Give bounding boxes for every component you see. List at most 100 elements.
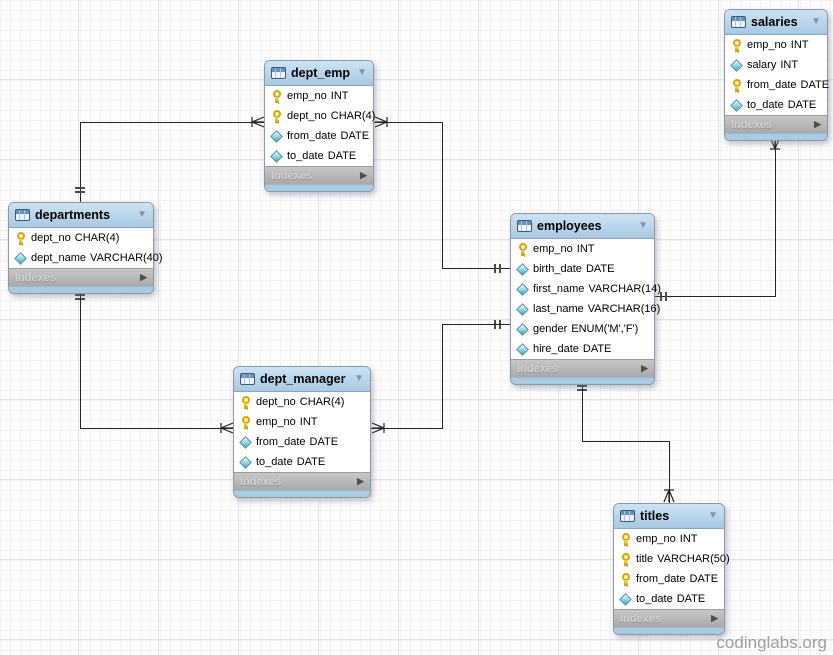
collapse-arrow-icon[interactable]: ▼ [357, 67, 367, 78]
expand-arrow-icon[interactable]: ▶ [711, 613, 718, 623]
diamond-icon [619, 593, 632, 606]
diamond-icon [730, 99, 743, 112]
table-icon [240, 373, 255, 385]
one-cardinality-icon [75, 187, 85, 189]
diamond-icon [270, 150, 283, 163]
key-icon [239, 395, 252, 409]
collapse-arrow-icon[interactable]: ▼ [811, 16, 821, 27]
indexes-bar[interactable]: Indexes▶ [234, 472, 370, 490]
table-header[interactable]: dept_manager ▼ [234, 367, 370, 392]
crows-foot-icon [251, 116, 265, 128]
one-cardinality-icon [665, 292, 667, 301]
diamond-icon [270, 130, 283, 143]
indexes-bar[interactable]: Indexes▶ [725, 115, 827, 133]
one-cardinality-icon [660, 292, 662, 301]
table-icon [731, 16, 746, 28]
expand-arrow-icon[interactable]: ▶ [140, 272, 147, 282]
indexes-bar[interactable]: Indexes▶ [614, 609, 724, 627]
table-icon [271, 67, 286, 79]
table-header[interactable]: titles ▼ [614, 504, 724, 529]
expand-arrow-icon[interactable]: ▶ [814, 119, 821, 129]
expand-arrow-icon[interactable]: ▶ [360, 170, 367, 180]
key-icon [619, 532, 632, 546]
table-bottom-strip [614, 627, 724, 634]
key-icon [730, 38, 743, 52]
table-bottom-strip [265, 184, 373, 191]
indexes-bar[interactable]: Indexes▶ [265, 166, 373, 184]
relationship-segment [442, 324, 443, 429]
expand-arrow-icon[interactable]: ▶ [641, 363, 648, 373]
relationship-segment [669, 441, 670, 503]
table-header[interactable]: departments ▼ [9, 203, 153, 228]
relationship-segment [442, 122, 443, 269]
table-header[interactable]: employees ▼ [511, 214, 654, 239]
key-icon [730, 78, 743, 92]
crows-foot-icon [220, 422, 234, 434]
relationship-segment [582, 380, 583, 442]
table-header[interactable]: dept_emp ▼ [265, 61, 373, 86]
table-title: dept_emp [291, 66, 351, 80]
crows-foot-icon [663, 489, 675, 503]
relationship-segment [80, 122, 264, 123]
key-icon [239, 415, 252, 429]
one-cardinality-icon [499, 264, 501, 273]
relationship-segment [775, 136, 776, 297]
relationship-segment [442, 268, 510, 269]
table-bottom-strip [9, 286, 153, 293]
table-bottom-strip [511, 377, 654, 384]
key-icon [270, 89, 283, 103]
collapse-arrow-icon[interactable]: ▼ [354, 373, 364, 384]
table-title: departments [35, 208, 111, 222]
watermark: codinglabs.org [716, 633, 827, 652]
table-header[interactable]: salaries ▼ [725, 10, 827, 35]
relationship-segment [582, 441, 670, 442]
key-icon [619, 572, 632, 586]
indexes-bar[interactable]: Indexes▶ [9, 268, 153, 286]
one-cardinality-icon [494, 264, 496, 273]
collapse-arrow-icon[interactable]: ▼ [137, 209, 147, 220]
expand-arrow-icon[interactable]: ▶ [357, 476, 364, 486]
diamond-icon [239, 456, 252, 469]
table-title: dept_manager [260, 372, 346, 386]
diamond-icon [516, 303, 529, 316]
relationship-segment [655, 296, 775, 297]
relationship-segment [80, 428, 233, 429]
table-title: titles [640, 509, 670, 523]
diamond-icon [730, 59, 743, 72]
indexes-bar[interactable]: Indexes▶ [511, 359, 654, 377]
collapse-arrow-icon[interactable]: ▼ [708, 510, 718, 521]
diamond-icon [14, 252, 27, 265]
collapse-arrow-icon[interactable]: ▼ [638, 220, 648, 231]
relationship-segment [371, 428, 442, 429]
